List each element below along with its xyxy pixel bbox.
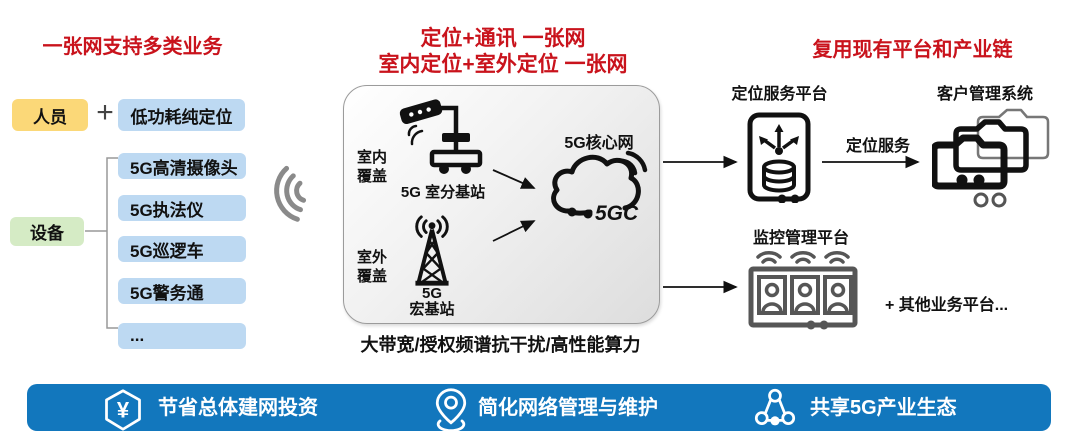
indoor-base-station-icon [399,99,483,174]
plus-sign: + [96,96,114,129]
indoor-station-label: 5G 室分基站 [400,184,486,201]
network-box [343,85,660,324]
device-bracket [85,157,118,329]
location-pin-icon [435,388,467,431]
cloud-5gc-text: 5GC [595,202,639,225]
device-item-camera: 5G高清摄像头 [118,153,246,179]
crm-system-icon [932,108,1050,208]
center-section-title: 定位+通讯 一张网 室内定位+室外定位 一张网 [342,26,664,78]
benefit-maintenance-label: 简化网络管理与维护 [478,397,658,419]
device-item-patrol-car: 5G巡逻车 [118,236,246,262]
network-caption: 大带宽/授权频谱抗干扰/高性能算力 [360,335,641,355]
right-section-title: 复用现有平台和产业链 [812,39,1013,61]
person-service-box: 低功耗纯定位 [118,99,245,131]
device-box: 设备 [10,217,84,246]
yen-glyph: ¥ [117,397,130,422]
device-item-more: ... [118,323,246,349]
share-network-icon [754,388,796,426]
core-network-label: 5G核心网 [564,135,634,152]
benefits-bar [27,384,1051,431]
other-platforms-label: + 其他业务平台... [885,297,1009,314]
monitor-platform-icon [748,251,858,330]
benefit-ecosystem-label: 共享5G产业生态 [810,397,957,419]
center-title-line2: 室内定位+室外定位 一张网 [378,53,628,76]
center-title-line1: 定位+通讯 一张网 [420,27,586,50]
yen-hexagon-icon: ¥ [105,389,141,431]
wireless-signal-icon [274,165,307,222]
device-item-police-terminal: 5G警务通 [118,278,246,304]
device-item-recorder: 5G执法仪 [118,195,246,221]
outdoor-base-station-icon [415,215,449,286]
outdoor-coverage-label: 室外 覆盖 [356,249,387,285]
location-platform-icon [747,112,811,203]
outdoor-station-label: 5G 宏基站 [409,285,455,318]
indoor-coverage-label: 室内 覆盖 [356,149,387,185]
benefit-investment-label: 节省总体建网投资 [158,397,318,419]
core-network-cloud-icon: 5GC [551,150,648,225]
monitor-platform-label: 监控管理平台 [752,230,849,247]
crm-system-label: 客户管理系统 [936,86,1033,103]
location-service-label: 定位服务 [845,138,910,155]
person-box: 人员 [12,99,88,131]
left-section-title: 一张网支持多类业务 [42,36,223,58]
location-platform-label: 定位服务平台 [731,86,828,103]
